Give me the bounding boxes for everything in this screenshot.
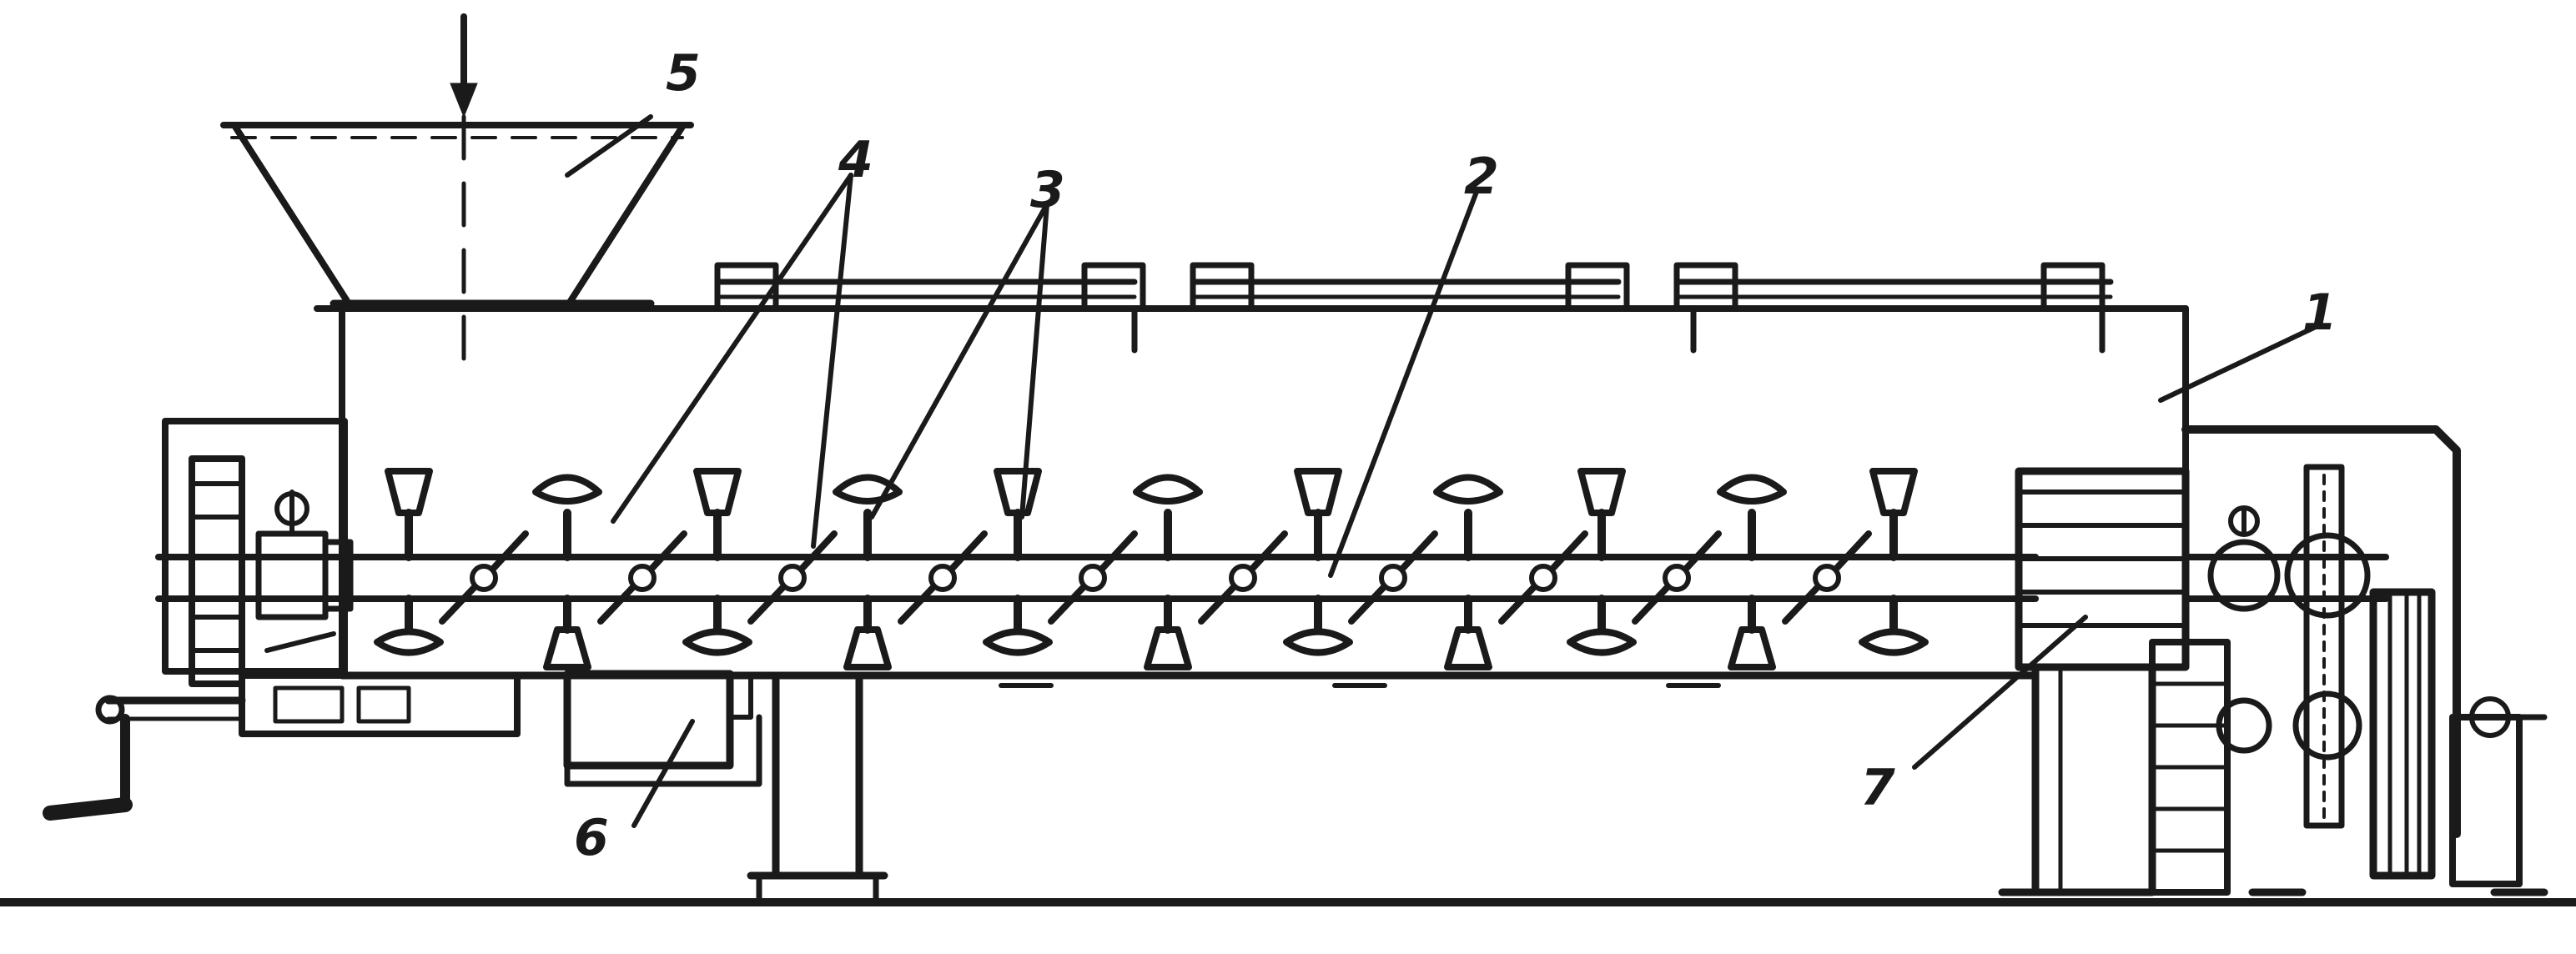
label-5: 5 xyxy=(666,44,701,103)
right-drive xyxy=(1998,425,2548,896)
paddle xyxy=(1567,468,1722,656)
motor-box xyxy=(563,670,762,787)
label-6: 6 xyxy=(574,809,609,867)
support-leg xyxy=(747,671,888,906)
paddle xyxy=(532,474,687,670)
paddle xyxy=(833,474,988,670)
paddle xyxy=(374,468,529,656)
hopper xyxy=(220,114,694,378)
paddle-set xyxy=(374,468,1929,670)
mixing-shaft xyxy=(155,554,2389,602)
label-7: 7 xyxy=(1860,759,1895,817)
paddle xyxy=(1283,468,1438,656)
label-3: 3 xyxy=(1030,161,1065,219)
left-drive xyxy=(43,418,521,821)
paddle xyxy=(682,468,838,656)
label-4: 4 xyxy=(838,131,873,189)
feed-arrow xyxy=(450,13,478,118)
paddle xyxy=(1717,474,1872,670)
paddle xyxy=(983,468,1138,656)
label-1: 1 xyxy=(2302,284,2337,342)
paddle xyxy=(1859,468,1929,656)
label-2: 2 xyxy=(1464,148,1499,206)
lid-hinges xyxy=(714,262,2114,354)
leader-lines xyxy=(565,114,2322,828)
paddle xyxy=(1133,474,1288,670)
callout-labels: 1 2 3 4 5 6 7 xyxy=(574,44,2337,867)
paddle xyxy=(1433,474,1588,670)
